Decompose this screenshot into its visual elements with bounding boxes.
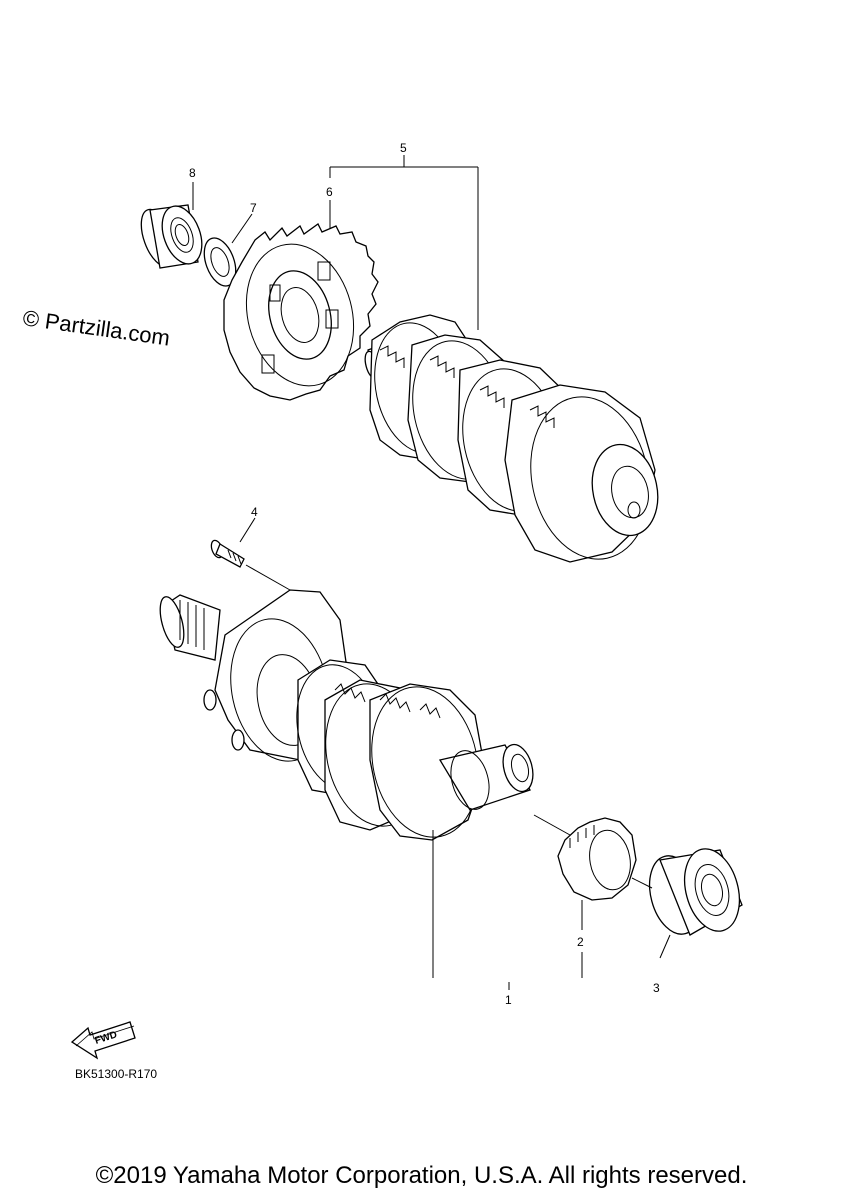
fwd-arrow-icon: FWD <box>70 1021 136 1060</box>
callout-6: 6 <box>326 185 333 199</box>
upper-shaft-assembly-5 <box>364 314 659 563</box>
callout-1: 1 <box>505 993 512 1007</box>
washer-7 <box>203 237 237 287</box>
callout-4: 4 <box>251 505 258 519</box>
lower-shaft-assembly-1 <box>159 589 534 841</box>
callout-3: 3 <box>653 981 660 995</box>
callout-7: 7 <box>250 201 257 215</box>
gear-2 <box>557 817 637 901</box>
leader-lines <box>192 155 671 990</box>
screw-4 <box>210 539 245 568</box>
copyright-notice: ©2019 Yamaha Motor Corporation, U.S.A. A… <box>95 1162 748 1189</box>
bearing-8 <box>140 204 203 269</box>
bearing-3 <box>648 848 743 936</box>
partzilla-watermark: © Partzilla.com <box>21 305 171 350</box>
callout-2: 2 <box>577 935 584 949</box>
gear-6 <box>223 223 379 401</box>
callout-5: 5 <box>400 141 407 155</box>
callout-8: 8 <box>189 166 196 180</box>
drawing-code: BK51300-R170 <box>75 1067 157 1081</box>
